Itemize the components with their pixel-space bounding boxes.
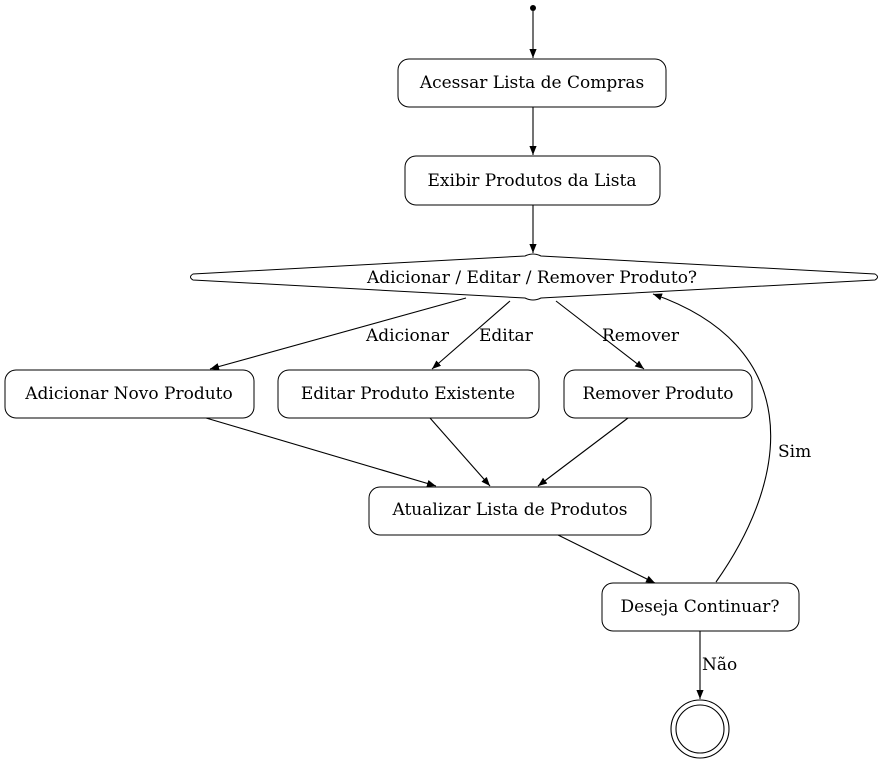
edge-label-remover: Remover [602,326,680,346]
edge-atualizar-continuar [555,533,656,584]
edge-adicionar-atualizar [205,417,437,487]
node-exibir-produtos-label: Exibir Produtos da Lista [428,171,637,191]
edge-label-sim: Sim [778,442,811,462]
edge-continuar-decisao [652,293,772,583]
node-editar-produto-label: Editar Produto Existente [301,384,515,404]
edge-decisao-editar [431,300,511,370]
final-node [670,699,730,759]
node-remover-produto: Remover Produto [563,369,753,419]
node-remover-produto-label: Remover Produto [582,384,733,404]
node-deseja-continuar-label: Deseja Continuar? [620,597,779,617]
decision-node: Adicionar / Editar / Remover Produto? [190,253,878,301]
edge-label-adicionar: Adicionar [365,326,450,346]
node-exibir-produtos: Exibir Produtos da Lista [404,155,661,206]
edge-decisao-remover [555,300,645,370]
node-deseja-continuar: Deseja Continuar? [601,582,800,632]
edge-label-editar: Editar [479,326,534,346]
node-adicionar-produto: Adicionar Novo Produto [4,369,255,419]
decision-node-label: Adicionar / Editar / Remover Produto? [366,268,697,288]
edge-remover-atualizar [537,417,629,487]
initial-node [530,5,536,11]
node-atualizar-lista-label: Atualizar Lista de Produtos [392,500,628,520]
edge-decisao-adicionar [209,297,467,371]
node-atualizar-lista: Atualizar Lista de Produtos [368,486,652,536]
node-acessar-lista-label: Acessar Lista de Compras [419,73,644,93]
edge-label-nao: Não [702,655,737,675]
node-editar-produto: Editar Produto Existente [277,369,540,419]
edge-editar-atualizar [429,417,491,487]
node-adicionar-produto-label: Adicionar Novo Produto [24,384,232,404]
node-acessar-lista: Acessar Lista de Compras [397,58,667,108]
